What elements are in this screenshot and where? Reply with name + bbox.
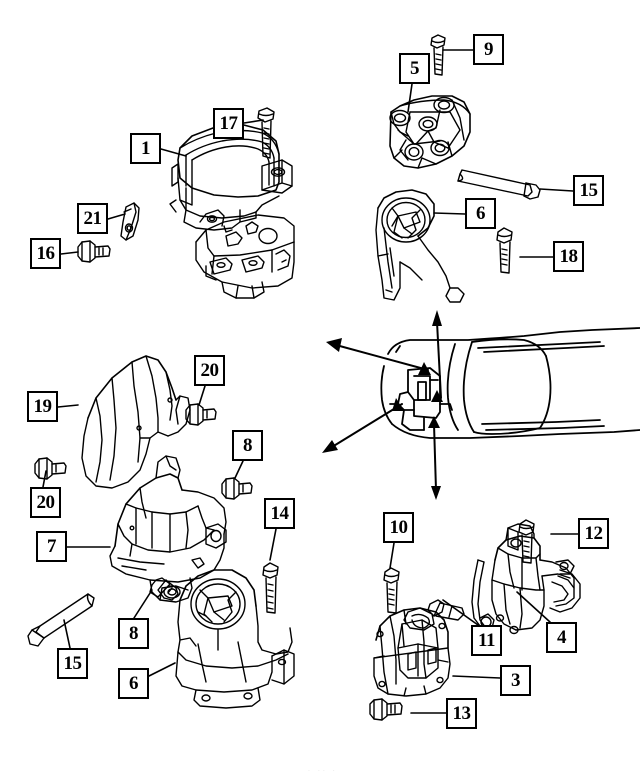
leader-line-21	[107, 213, 126, 220]
callout-label: 12	[584, 523, 604, 544]
leader-line-3	[452, 675, 501, 679]
callout-box-6-c6b[interactable]: 6	[118, 668, 149, 699]
callout-label: 18	[559, 246, 579, 267]
part-3-front-mount	[373, 607, 451, 697]
leader-line-15	[63, 619, 71, 649]
callout-label: 21	[83, 208, 103, 229]
callout-label: 8	[129, 623, 139, 644]
part-18-bolt	[496, 227, 513, 274]
callout-box-4-c4[interactable]: 4	[546, 622, 577, 653]
callout-label: 9	[484, 39, 494, 60]
callout-box-13-c13[interactable]: 13	[446, 698, 477, 729]
part-7-engine-bracket	[109, 455, 227, 603]
callout-label: 20	[200, 360, 220, 381]
callout-label: 1	[141, 138, 151, 159]
leader-line-17	[243, 119, 264, 124]
callout-label: 20	[36, 492, 56, 513]
callout-label: 11	[478, 630, 495, 651]
callout-box-8-c8b[interactable]: 8	[118, 618, 149, 649]
leader-line-8	[133, 589, 153, 619]
part-6-torque-strut-mount	[375, 189, 465, 303]
callout-label: 7	[47, 536, 57, 557]
callout-box-17-c17[interactable]: 17	[213, 108, 244, 139]
callout-label: 17	[219, 113, 239, 134]
callout-box-20-c20a[interactable]: 20	[194, 355, 225, 386]
callout-label: 5	[410, 58, 420, 79]
leader-line-20	[42, 470, 47, 488]
leader-line-11	[442, 599, 479, 626]
part-8-bolt-upper	[221, 477, 253, 500]
callout-label: 14	[270, 503, 290, 524]
leader-line-20	[198, 385, 206, 406]
callout-box-18-c18[interactable]: 18	[553, 241, 584, 272]
leader-line-16	[60, 251, 79, 255]
part-1-lower-block-bracket	[195, 209, 295, 299]
part-10-bolt	[383, 567, 400, 614]
callout-label: 4	[557, 627, 567, 648]
callout-label: 6	[129, 673, 139, 694]
part-20-bolt-upper	[185, 403, 217, 426]
part-11-bolt	[427, 599, 465, 621]
callout-label: 13	[452, 703, 472, 724]
callout-box-16-c16[interactable]: 16	[30, 238, 61, 269]
vehicle-location-schematic	[380, 327, 640, 439]
leader-line-4	[516, 591, 551, 623]
part-6-rear-mount	[175, 569, 295, 709]
part-4-front-bracket	[471, 523, 581, 635]
vehicle-schematic-arrows	[322, 310, 443, 500]
callout-box-11-c11[interactable]: 11	[471, 625, 502, 656]
callout-box-15-c15b[interactable]: 15	[57, 648, 88, 679]
part-15-through-bolt	[457, 169, 541, 200]
callout-label: 15	[63, 653, 83, 674]
leader-line-1	[160, 148, 187, 157]
callout-label: 15	[579, 180, 599, 201]
callout-label: 3	[511, 670, 521, 691]
callout-box-19-c19[interactable]: 19	[27, 391, 58, 422]
callout-box-9-c9[interactable]: 9	[473, 34, 504, 65]
callout-label: 19	[33, 396, 53, 417]
callout-box-7-c7[interactable]: 7	[36, 531, 67, 562]
callout-box-14-c14[interactable]: 14	[264, 498, 295, 529]
leader-line-6	[433, 212, 466, 215]
part-20-bolt-lower	[34, 457, 67, 480]
callout-label: 8	[243, 435, 253, 456]
callout-box-15-c15a[interactable]: 15	[573, 175, 604, 206]
part-1-mount-insulator	[169, 123, 293, 233]
part-15-bolt-lower	[27, 593, 95, 647]
part-9-bolt	[430, 34, 446, 76]
leader-line-6	[148, 662, 176, 677]
leader-line-15	[539, 188, 574, 192]
callout-box-5-c5[interactable]: 5	[399, 53, 430, 84]
callout-label: 16	[36, 243, 56, 264]
part-13-bolt	[369, 698, 403, 721]
callout-box-12-c12[interactable]: 12	[578, 518, 609, 549]
callout-label: 10	[389, 517, 409, 538]
leader-line-19	[57, 404, 79, 408]
callout-box-10-c10[interactable]: 10	[383, 512, 414, 543]
callout-box-6-c6a[interactable]: 6	[465, 198, 496, 229]
callout-box-21-c21[interactable]: 21	[77, 203, 108, 234]
leader-line-10	[389, 542, 395, 569]
footer-watermark: . .. .	[308, 766, 338, 773]
part-14-bolt	[262, 562, 279, 614]
part-21-clip-bracket	[120, 202, 140, 241]
callout-box-3-c3[interactable]: 3	[500, 665, 531, 696]
callout-box-8-c8a[interactable]: 8	[232, 430, 263, 461]
callout-label: 6	[476, 203, 486, 224]
leader-line-8	[234, 460, 244, 479]
leader-line-14	[269, 528, 277, 561]
leader-line-5	[407, 83, 413, 113]
part-5-transmission-bracket	[389, 95, 471, 169]
callout-box-20-c20b[interactable]: 20	[30, 487, 61, 518]
part-16-bolt	[77, 240, 111, 263]
part-17-bolt	[257, 107, 275, 159]
callout-box-1-c1[interactable]: 1	[130, 133, 161, 164]
